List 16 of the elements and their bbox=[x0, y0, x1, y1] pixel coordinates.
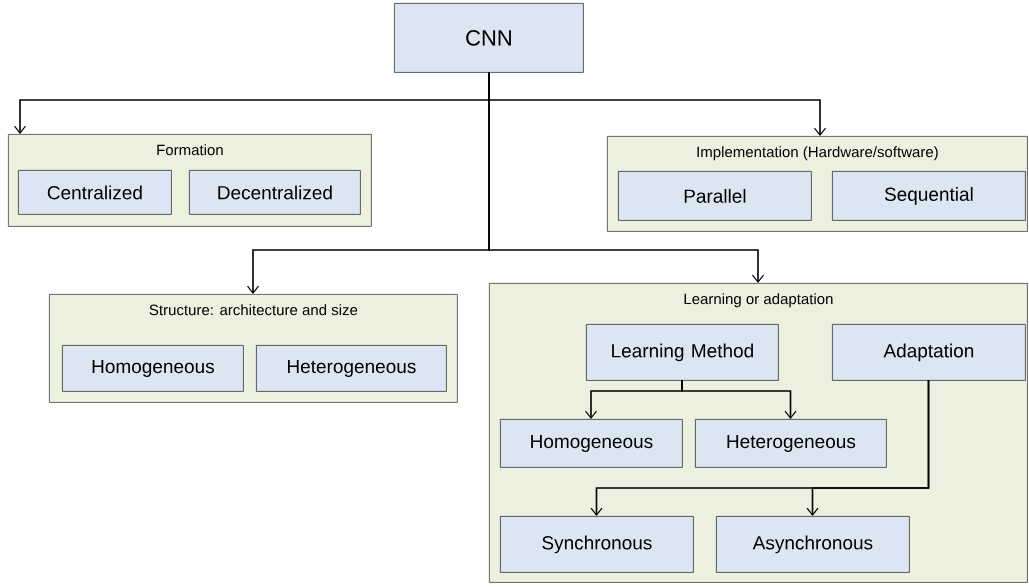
category-box: CNN bbox=[394, 3, 584, 73]
category-box: Heterogeneous bbox=[695, 419, 887, 468]
category-box: Sequential bbox=[832, 171, 1026, 221]
arrow bbox=[806, 379, 930, 516]
category-box: Learning Method bbox=[586, 324, 779, 381]
category-box: Adaptation bbox=[832, 324, 1026, 381]
category-box: Asynchronous bbox=[716, 516, 910, 573]
category-box: Centralized bbox=[18, 170, 172, 215]
category-box: Parallel bbox=[618, 171, 812, 221]
category-box: Heterogeneous bbox=[256, 345, 447, 392]
category-box: Decentralized bbox=[189, 170, 361, 215]
arrow bbox=[681, 379, 797, 419]
arrow bbox=[488, 71, 765, 283]
category-box: Synchronous bbox=[500, 516, 694, 573]
category-box: Homogeneous bbox=[62, 345, 244, 392]
category-box: Homogeneous bbox=[500, 419, 683, 468]
